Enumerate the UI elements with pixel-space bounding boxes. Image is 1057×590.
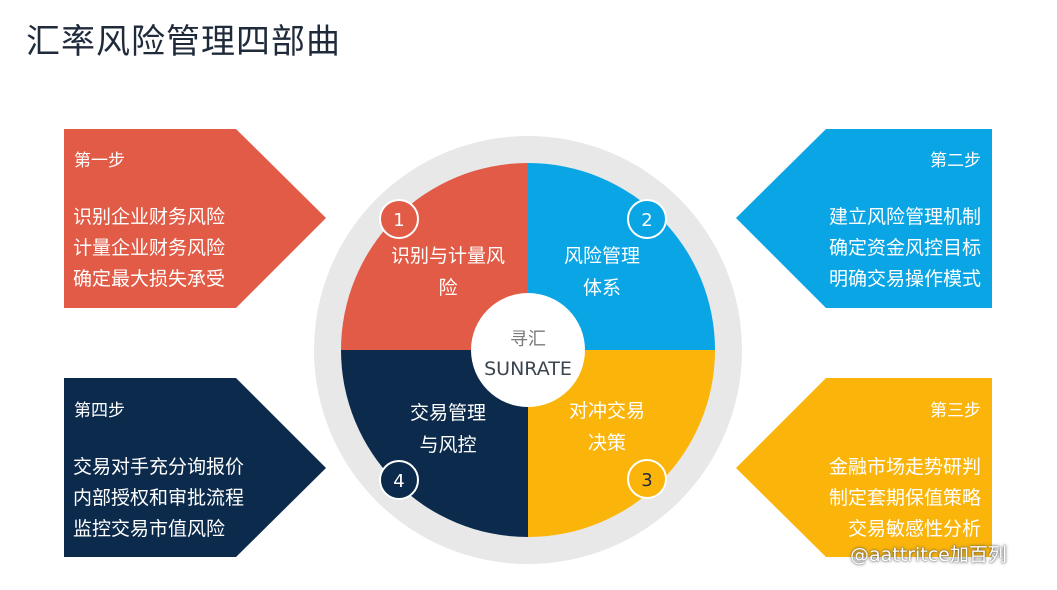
center-label-cn: 寻汇 (510, 329, 546, 350)
step4-line1: 交易对手充分询报价 (73, 456, 245, 478)
quadrant-2-text-line2: 体系 (583, 277, 621, 299)
quadrant-2 (528, 163, 715, 350)
center-label-en: SUNRATE (484, 358, 572, 380)
step3-arrow-shape (736, 378, 992, 557)
step2-arrow-shape (736, 129, 992, 308)
page-title: 汇率风险管理四部曲 (26, 22, 341, 62)
badge-2 (627, 199, 667, 239)
quadrant-3 (528, 350, 715, 537)
step4-arrow-shape (64, 378, 326, 557)
step3-line2: 制定套期保值策略 (828, 487, 981, 509)
step2-line2: 确定资金风控目标 (828, 237, 981, 259)
step4-line2: 内部授权和审批流程 (73, 487, 245, 509)
step1-arrow-shape (64, 129, 326, 308)
badge-2-number: 2 (641, 210, 652, 231)
quadrant-4 (341, 350, 528, 537)
badge-3-number: 3 (641, 470, 652, 491)
step4-label: 第四步 (74, 401, 125, 421)
badge-4 (379, 460, 419, 500)
step2-line1: 建立风险管理机制 (828, 206, 981, 228)
quadrant-4-text-line1: 交易管理 (410, 402, 486, 424)
badge-4-number: 4 (393, 471, 404, 492)
quadrant-2-text-line1: 风险管理 (564, 245, 640, 267)
badge-3 (627, 459, 667, 499)
step3-label: 第三步 (930, 401, 981, 421)
quadrant-1 (341, 163, 528, 350)
step3-line1: 金融市场走势研判 (828, 456, 981, 478)
step1-label: 第一步 (74, 151, 125, 171)
quadrant-3-text-line1: 对冲交易 (569, 400, 645, 422)
badge-1-number: 1 (393, 210, 404, 231)
quadrant-4-text-line2: 与风控 (419, 434, 476, 456)
step2-label: 第二步 (930, 151, 981, 171)
watermark: @aattritce加百列 (850, 544, 1007, 566)
step4-line3: 监控交易市值风险 (73, 518, 226, 540)
center-circle (471, 293, 585, 407)
step2-line3: 明确交易操作模式 (828, 268, 981, 290)
quadrant-3-text-line2: 决策 (588, 432, 626, 454)
step1-line3: 确定最大损失承受 (73, 268, 226, 290)
step3-line3: 交易敏感性分析 (847, 518, 981, 540)
badge-1 (379, 199, 419, 239)
quadrant-1-text-line2: 险 (438, 277, 457, 299)
quadrant-1-text-line1: 识别与计量风 (391, 245, 505, 267)
step1-line1: 识别企业财务风险 (73, 206, 226, 228)
step1-line2: 计量企业财务风险 (73, 237, 226, 259)
